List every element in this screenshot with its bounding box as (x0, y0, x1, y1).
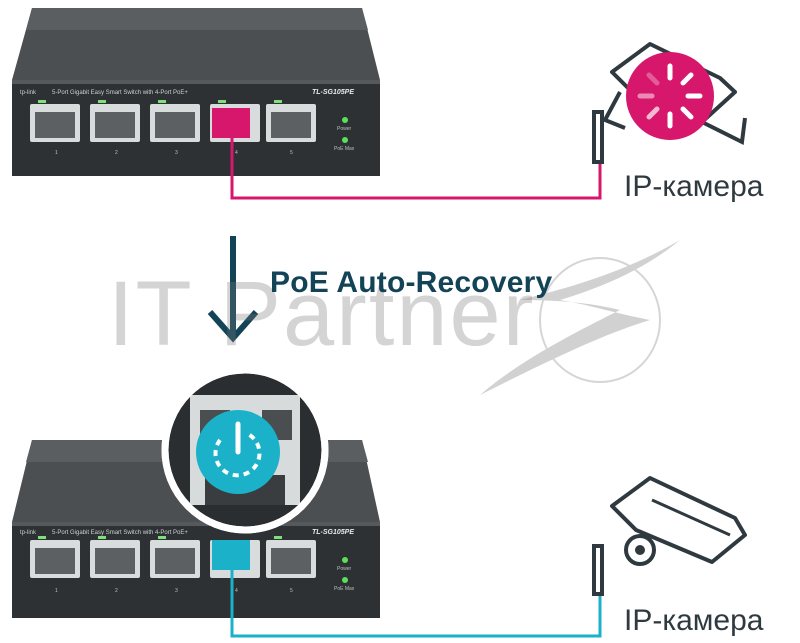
switch-top-led-poe-max: PoE Max (334, 146, 355, 152)
switch-bottom-port-1: 1 (55, 588, 58, 594)
switch-top-brand: tp-link (20, 90, 37, 96)
switch-bottom-port-3: 3 (175, 588, 178, 594)
loading-spinner-icon (626, 52, 714, 140)
headline: PoE Auto-Recovery (270, 266, 553, 299)
switch-top-led-power: Power (337, 126, 352, 132)
connection-line-recovered (230, 568, 602, 638)
switch-top-description: 5-Port Gigabit Easy Smart Switch with 4-… (52, 90, 188, 96)
camera-bottom-label: IP-камера (624, 604, 764, 637)
power-restart-icon (196, 410, 280, 494)
switch-top (12, 8, 380, 176)
switch-top-ports (30, 100, 316, 142)
arrow-down-icon (207, 236, 259, 343)
switch-top-port-5: 5 (290, 150, 293, 156)
switch-bottom-led-poe-max: PoE Max (334, 586, 355, 592)
recovered-port-bottom (212, 540, 250, 570)
switch-bottom-description: 5-Port Gigabit Easy Smart Switch with 4-… (52, 530, 188, 536)
camera-top-label: IP-камера (624, 170, 764, 203)
switch-bottom-led-power: Power (337, 566, 352, 572)
watermark-text: IT Partner (108, 263, 536, 365)
switch-bottom-model: TL-SG105PE (312, 529, 354, 536)
switch-bottom-port-5: 5 (290, 588, 293, 594)
switch-bottom-port-4: 4 (235, 588, 238, 594)
switch-bottom-port-2: 2 (115, 588, 118, 594)
switch-top-port-1: 1 (55, 150, 58, 156)
connection-line-faulty (230, 138, 602, 200)
switch-top-model: TL-SG105PE (312, 89, 354, 96)
switch-top-port-2: 2 (115, 150, 118, 156)
switch-bottom-brand: tp-link (20, 530, 37, 536)
switch-top-port-3: 3 (175, 150, 178, 156)
faulty-port-top (212, 108, 250, 138)
watermark-logo-icon (480, 240, 680, 395)
security-camera-icon (592, 476, 747, 596)
switch-top-port-4: 4 (235, 150, 238, 156)
switch-bottom-ports (30, 536, 316, 578)
